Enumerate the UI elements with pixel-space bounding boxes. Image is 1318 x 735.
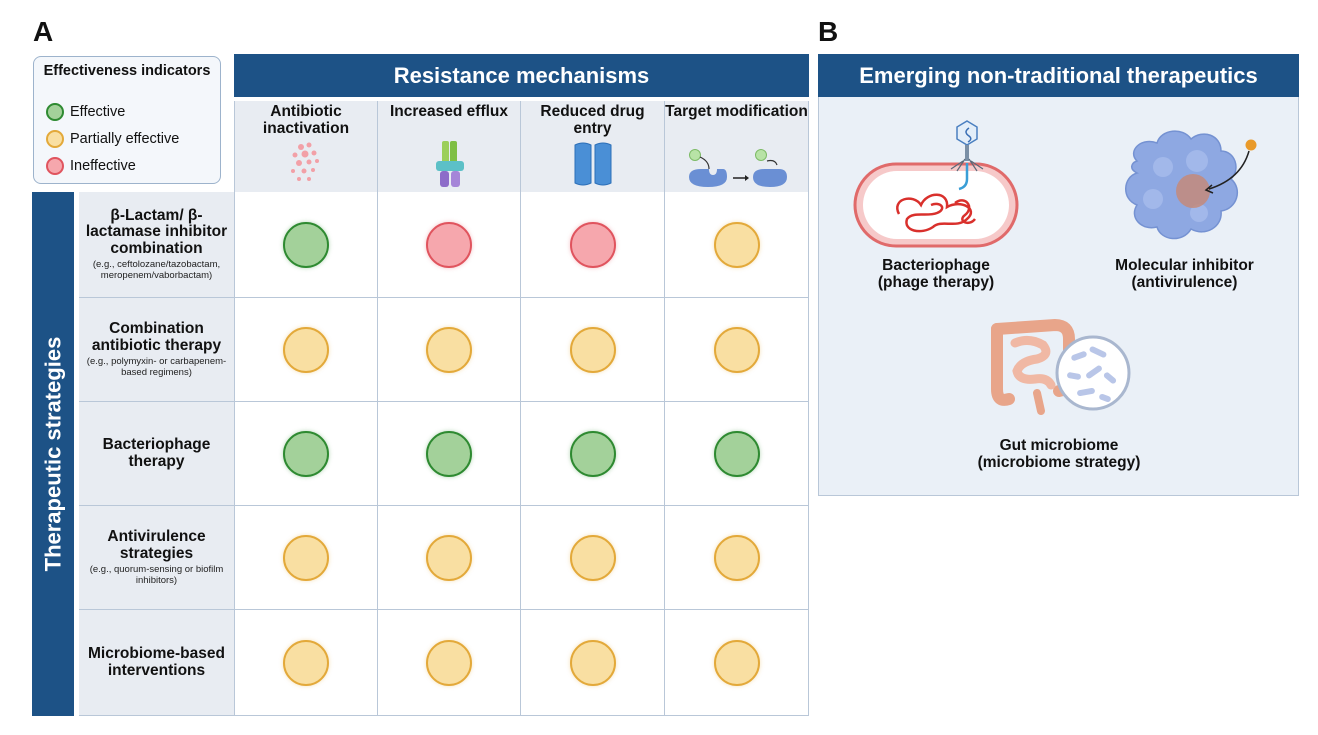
item-detail: (microbiome strategy)	[977, 454, 1141, 471]
matrix-cell	[234, 192, 378, 298]
panel-b-header: Emerging non-traditional therapeutics	[818, 54, 1299, 97]
matrix-cell	[378, 298, 521, 402]
row-label: Microbiome-based interventions	[88, 645, 225, 679]
column-header-target-modification: Target modification	[665, 101, 809, 192]
matrix-cell	[521, 506, 665, 610]
partial-indicator-icon	[426, 639, 472, 686]
row-label: Antivirulence strategies	[107, 528, 206, 562]
matrix-cell	[521, 610, 665, 716]
partial-indicator-icon	[569, 639, 616, 686]
panel-b-body: Bacteriophage (phage therapy) Molecular …	[818, 97, 1299, 496]
matrix-cell	[665, 402, 809, 506]
bacteriophage-illustration-icon	[853, 120, 1019, 248]
matrix-cell	[665, 192, 809, 298]
effective-indicator-icon	[426, 430, 472, 477]
partial-indicator-icon	[713, 326, 760, 373]
matrix-cell	[378, 610, 521, 716]
effective-indicator-icon	[283, 221, 329, 268]
effective-dot-icon	[46, 103, 64, 121]
target-modification-icon	[689, 149, 787, 187]
gut-microbiome-label: Gut microbiome (microbiome strategy)	[959, 437, 1159, 471]
ineffective-dot-icon	[46, 157, 64, 175]
row-label: Bacteriophage therapy	[102, 436, 211, 470]
legend-item-effective: Effective	[46, 103, 125, 121]
item-detail: (antivirulence)	[1131, 274, 1238, 291]
matrix-cell	[378, 192, 521, 298]
item-name: Gut microbiome	[999, 437, 1119, 454]
column-header-antibiotic-inactivation: Antibiotic inactivation	[234, 101, 378, 192]
matrix-cell	[665, 506, 809, 610]
matrix-cell	[665, 610, 809, 716]
panel-b-letter: B	[818, 16, 839, 47]
row-header-microbiome: Microbiome-based interventions	[79, 610, 234, 716]
legend-item-partial: Partially effective	[46, 130, 179, 148]
matrix-cell	[521, 192, 665, 298]
column-header-increased-efflux: Increased efflux	[378, 101, 521, 192]
matrix-cell	[234, 506, 378, 610]
row-note: (e.g., polymyxin- or carbapenem-based re…	[86, 356, 227, 378]
item-detail: (phage therapy)	[877, 274, 995, 291]
matrix-cell	[665, 298, 809, 402]
partial-indicator-icon	[283, 326, 329, 373]
legend-label: Ineffective	[70, 158, 136, 174]
gut-microbiome-icon	[991, 319, 1131, 415]
row-label: Combination antibiotic therapy	[91, 320, 222, 354]
resistance-mechanisms-header: Resistance mechanisms	[234, 54, 809, 97]
matrix-cell	[234, 402, 378, 506]
efflux-pump-icon	[436, 141, 464, 187]
partial-indicator-icon	[569, 534, 616, 581]
legend-title: Effectiveness indicators	[43, 63, 211, 79]
row-note: (e.g., quorum-sensing or biofilm inhibit…	[89, 564, 224, 586]
partial-dot-icon	[46, 130, 64, 148]
ineffective-indicator-icon	[569, 221, 616, 268]
partial-indicator-icon	[283, 639, 329, 686]
matrix-cell	[378, 506, 521, 610]
bacteriophage-label: Bacteriophage (phage therapy)	[851, 257, 1021, 291]
legend-label: Partially effective	[70, 131, 180, 147]
partial-indicator-icon	[426, 534, 472, 581]
matrix-cell	[521, 402, 665, 506]
therapeutic-strategies-header: Therapeutic strategies	[32, 192, 74, 716]
effective-indicator-icon	[713, 430, 760, 477]
partial-indicator-icon	[569, 326, 616, 373]
matrix-cell	[234, 610, 378, 716]
column-label: Antibiotic inactivation	[262, 103, 350, 137]
column-header-reduced-drug-entry: Reduced drug entry	[521, 101, 665, 192]
row-header-bacteriophage: Bacteriophage therapy	[79, 402, 234, 506]
matrix-cell	[521, 298, 665, 402]
row-label: β-Lactam/ β-lactamase inhibitor combinat…	[85, 206, 228, 257]
row-note: (e.g., ceftolozane/tazobactam, meropenem…	[92, 259, 221, 282]
matrix-cell	[378, 402, 521, 506]
ineffective-indicator-icon	[426, 221, 472, 268]
partial-indicator-icon	[713, 221, 760, 268]
matrix-cell	[234, 298, 378, 402]
porin-channel-icon	[574, 142, 612, 186]
item-name: Molecular inhibitor	[1115, 257, 1254, 274]
effective-indicator-icon	[569, 430, 616, 477]
therapeutic-strategies-label: Therapeutic strategies	[40, 336, 65, 572]
row-header-antivirulence: Antivirulence strategies (e.g., quorum-s…	[79, 506, 234, 610]
effective-indicator-icon	[283, 430, 329, 477]
effectiveness-legend: Effectiveness indicators Effective Parti…	[33, 56, 221, 184]
row-header-beta-lactam: β-Lactam/ β-lactamase inhibitor combinat…	[79, 192, 234, 298]
column-label: Reduced drug entry	[540, 103, 645, 137]
molecular-inhibitor-icon	[1125, 130, 1257, 240]
partial-indicator-icon	[713, 639, 760, 686]
column-label: Target modification	[665, 103, 808, 120]
partial-indicator-icon	[283, 534, 329, 581]
legend-item-ineffective: Ineffective	[46, 157, 136, 175]
enzyme-fragments-icon	[291, 142, 319, 181]
partial-indicator-icon	[713, 534, 760, 581]
row-header-combination-antibiotic: Combination antibiotic therapy (e.g., po…	[79, 298, 234, 402]
panel-a-letter: A	[33, 16, 54, 47]
legend-label: Effective	[70, 104, 126, 120]
item-name: Bacteriophage	[882, 257, 990, 274]
column-label: Increased efflux	[389, 103, 509, 120]
molecular-inhibitor-label: Molecular inhibitor (antivirulence)	[1097, 257, 1272, 291]
partial-indicator-icon	[426, 326, 472, 373]
